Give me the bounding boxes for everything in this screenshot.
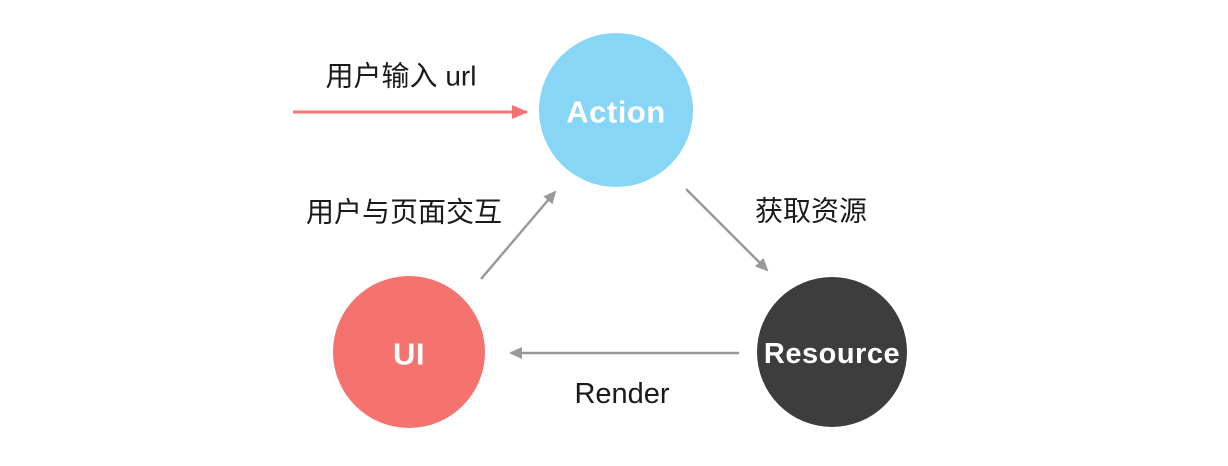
fetch-resource-label: 获取资源	[755, 196, 867, 227]
ui-node-label: UI	[393, 337, 425, 372]
fetch-resource-arrow	[685, 188, 769, 272]
user-input-url-label: 用户输入 url	[326, 61, 477, 92]
action-node-label: Action	[566, 95, 665, 130]
resource-node-label: Resource	[764, 338, 900, 370]
resource-node	[757, 277, 907, 427]
user-interact-label: 用户与页面交互	[306, 197, 502, 228]
render-label: Render	[574, 378, 669, 410]
action-node	[539, 33, 693, 187]
ui-node	[333, 276, 485, 428]
user-interact-arrow	[480, 190, 557, 280]
